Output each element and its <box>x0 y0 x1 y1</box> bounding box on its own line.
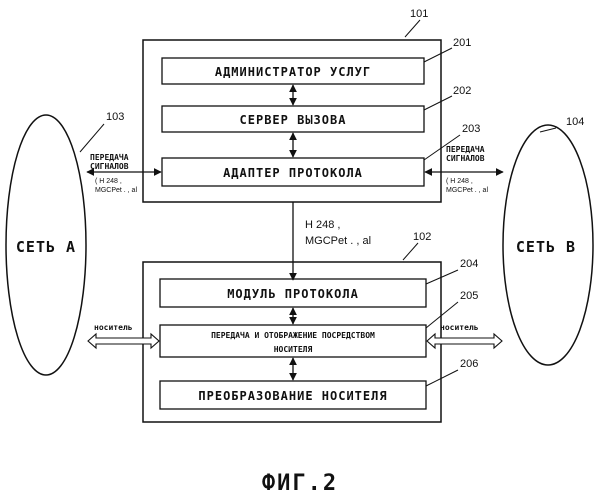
ref-102: 102 <box>413 231 431 243</box>
network-b-label: СЕТЬ В <box>516 238 576 256</box>
ref-103: 103 <box>106 111 124 123</box>
signal-right-line1: ПЕРЕДАЧА <box>446 145 485 154</box>
signal-right-proto2: MGCPet . , al <box>446 187 488 194</box>
signal-right-proto1: ( H 248 , <box>446 178 473 185</box>
signal-left-proto2: MGCPet . , al <box>95 187 137 194</box>
signal-left-proto1: ( H 248 , <box>95 178 122 185</box>
ref-104: 104 <box>566 116 584 128</box>
bearer-transfer-line2: НОСИТЕЛЯ <box>274 345 313 354</box>
bearer-right-label: носитель <box>440 323 479 332</box>
service-admin-label: АДМИНИСТРАТОР УСЛУГ <box>215 65 371 79</box>
ref-202: 202 <box>453 85 471 97</box>
ref-201: 201 <box>453 37 471 49</box>
ref-206: 206 <box>460 358 478 370</box>
figure-caption: ФИГ.2 <box>262 471 338 496</box>
ref-203: 203 <box>462 123 480 135</box>
call-server-label: СЕРВЕР ВЫЗОВА <box>240 113 347 127</box>
bearer-link-left <box>88 334 159 348</box>
bearer-left-label: носитель <box>94 323 133 332</box>
ref-205: 205 <box>460 290 478 302</box>
ref-204: 204 <box>460 258 478 270</box>
control-protocol-line1: H 248 , <box>305 219 340 231</box>
signal-left-line1: ПЕРЕДАЧА <box>90 153 129 162</box>
signal-right-line2: СИГНАЛОВ <box>446 154 485 163</box>
protocol-adapter-label: АДАПТЕР ПРОТОКОЛА <box>223 166 363 180</box>
network-a-label: СЕТЬ А <box>16 238 76 256</box>
control-protocol-line2: MGCPet . , al <box>305 235 371 247</box>
bearer-link-right <box>427 334 502 348</box>
signal-left-line2: СИГНАЛОВ <box>90 162 129 171</box>
bearer-transfer-line1: ПЕРЕДАЧА И ОТОБРАЖЕНИЕ ПОСРЕДСТВОМ <box>211 331 375 340</box>
ref-101: 101 <box>410 8 428 20</box>
bearer-conversion-label: ПРЕОБРАЗОВАНИЕ НОСИТЕЛЯ <box>198 389 387 403</box>
protocol-module-label: МОДУЛЬ ПРОТОКОЛА <box>227 287 359 301</box>
